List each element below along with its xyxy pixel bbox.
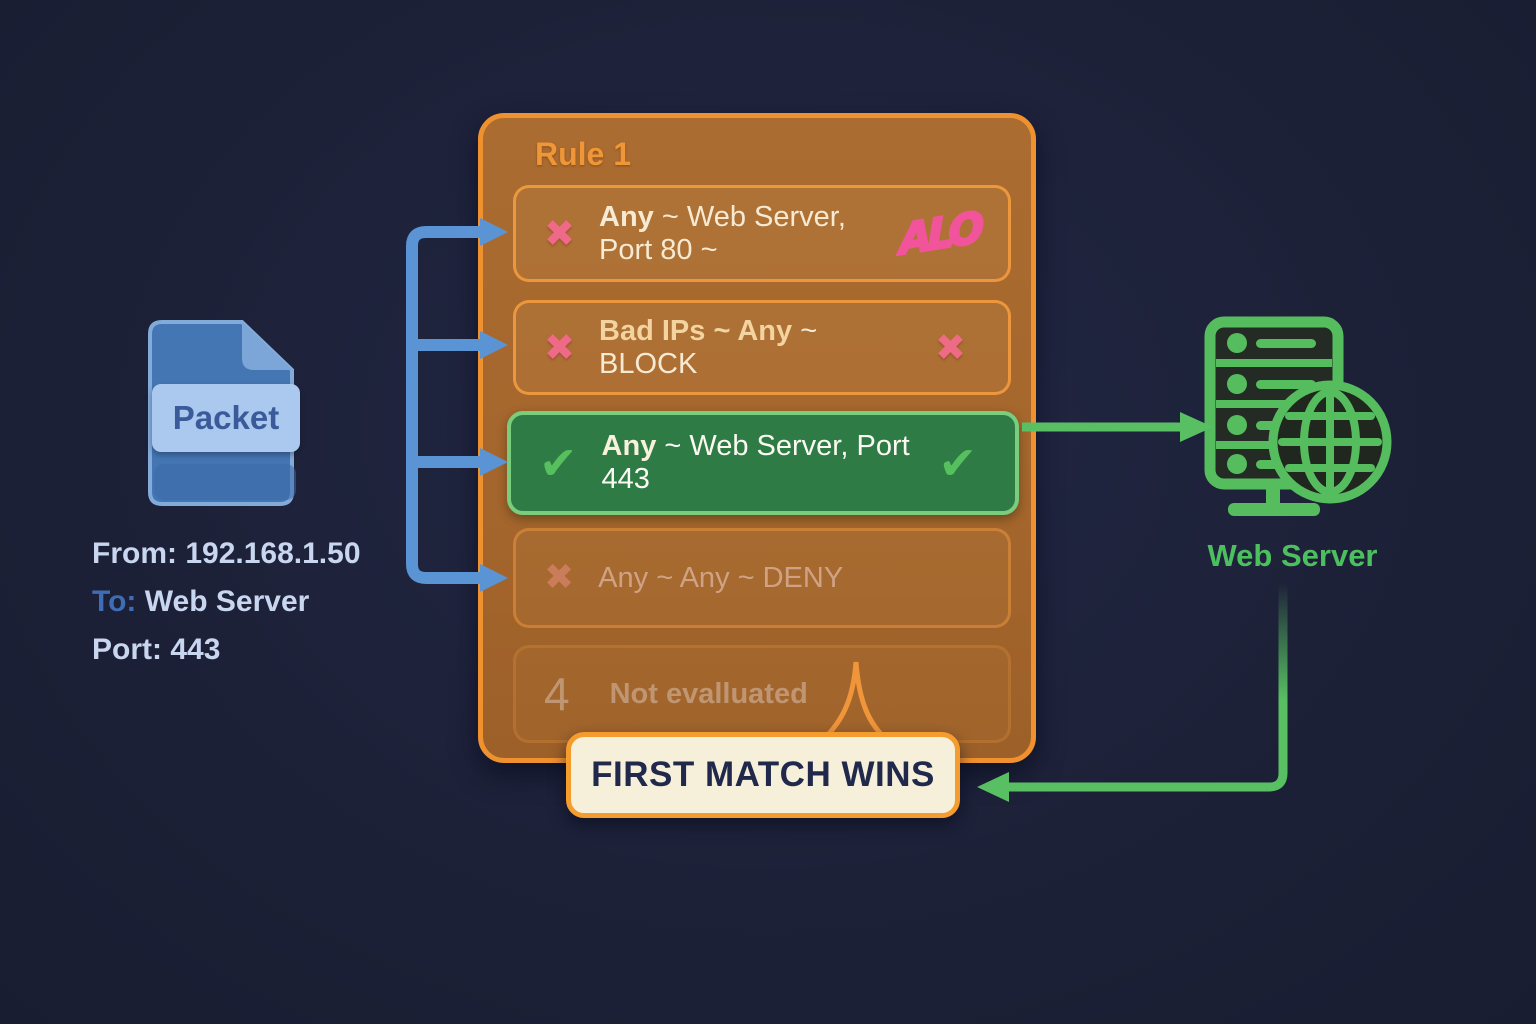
port-value: 443 (170, 633, 221, 666)
allow-arrow (1022, 412, 1213, 442)
packet-label: Packet (172, 399, 280, 436)
rule-row-4-skipped: ✖ Any ~ Any ~ DENY (513, 528, 1011, 628)
arrowhead-rule-1 (480, 218, 508, 246)
cross-icon: ✖ (544, 326, 576, 369)
arrowhead-rule-4 (480, 564, 508, 592)
port-label: Port: (92, 633, 162, 666)
arrowhead-server (1180, 412, 1213, 442)
cross-icon-muted: ✖ (544, 557, 575, 598)
rule-number: 4 (544, 668, 570, 720)
web-server-label: Web Server (1207, 538, 1378, 573)
packet-from-line: From: 192.168.1.50 (92, 530, 361, 578)
rule-2-text: Bad IPs ~ Any ~ BLOCK (599, 314, 818, 380)
from-label: From: (92, 537, 177, 570)
rule-5-text: Not evalluated (609, 677, 808, 710)
web-server-icon (1204, 316, 1392, 516)
callout-tail (820, 661, 890, 743)
arrowhead-rule-2 (480, 331, 508, 359)
firewall-panel: Rule 1 ✖ Any ~ Web Server, Port 80 ~ ALO… (478, 113, 1036, 763)
allow-scribble: ALO (897, 201, 981, 266)
rule-4-text: Any ~ Any ~ DENY (598, 561, 844, 594)
rule-row-3-matched: ✔ Any ~ Web Server, Port 443 ✔ (507, 411, 1019, 515)
rule-row-1: ✖ Any ~ Web Server, Port 80 ~ ALO (513, 185, 1011, 282)
banner-label: FIRST MATCH WINS (591, 755, 935, 794)
check-icon: ✔ (938, 436, 977, 490)
packet-details: From: 192.168.1.50 To: Web Server Port: … (92, 530, 361, 674)
packet-label-band: Packet (152, 384, 300, 452)
rule-3-text: Any ~ Web Server, Port 443 (601, 430, 910, 495)
server-to-banner-arrow (977, 583, 1288, 802)
check-icon: ✔ (539, 436, 578, 490)
cross-icon: ✖ (544, 212, 576, 255)
globe-icon (1268, 380, 1392, 504)
packet-to-line: To: Web Server (92, 578, 361, 626)
packet-port-line: Port: 443 (92, 626, 361, 674)
arrowhead-rule-3 (480, 448, 508, 476)
panel-title: Rule 1 (535, 136, 632, 172)
rule-1-text: Any ~ Web Server, Port 80 ~ (599, 200, 846, 266)
packet-to-rules-arrows (283, 218, 508, 592)
first-match-banner: FIRST MATCH WINS (566, 732, 960, 818)
from-value: 192.168.1.50 (185, 537, 361, 570)
rule-row-2: ✖ Bad IPs ~ Any ~ BLOCK ✖ (513, 300, 1011, 395)
to-value: Web Server (144, 585, 310, 618)
arrowhead-banner (977, 772, 1009, 802)
rule-row-5-not-evaluated: 4 Not evalluated (513, 645, 1011, 743)
to-label: To: (92, 585, 137, 618)
cross-icon: ✖ (934, 326, 966, 369)
